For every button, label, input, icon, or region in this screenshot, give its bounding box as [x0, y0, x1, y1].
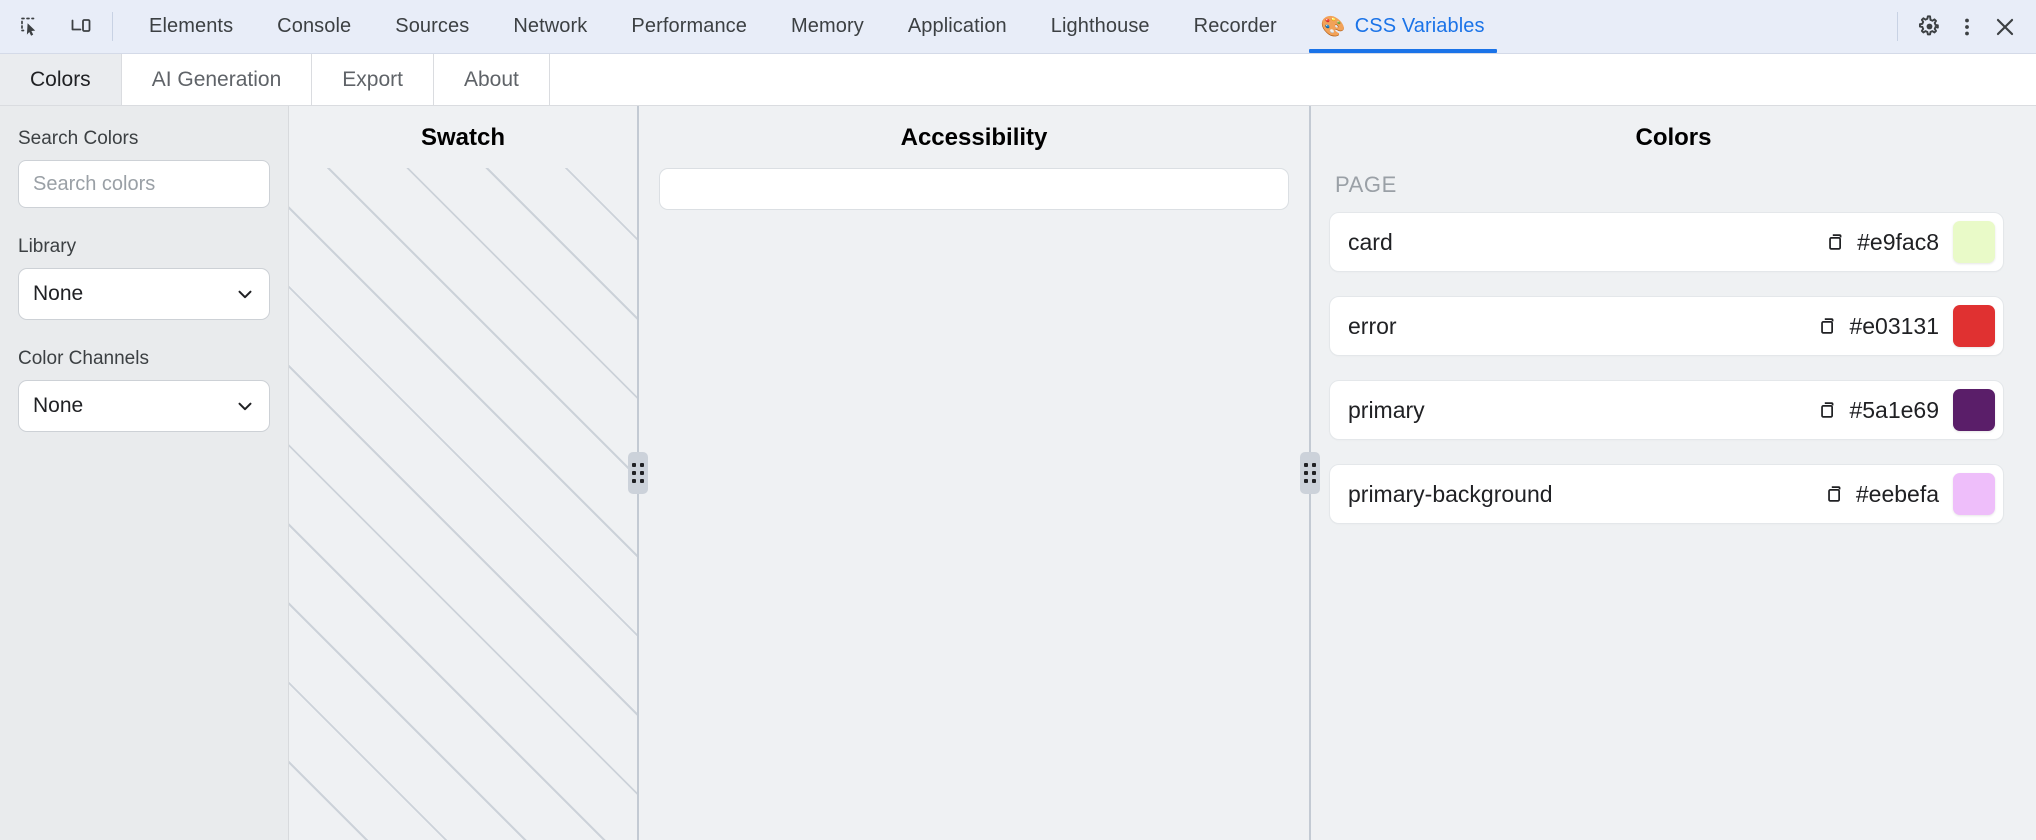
color-row[interactable]: error #e03131 — [1329, 296, 2004, 356]
accessibility-input[interactable] — [659, 168, 1289, 210]
tab-console[interactable]: Console — [255, 0, 373, 53]
resize-handle[interactable] — [628, 452, 648, 494]
subtab-ai-generation[interactable]: AI Generation — [121, 54, 313, 105]
swatch-accessibility-divider — [628, 106, 648, 840]
resize-handle[interactable] — [1300, 452, 1320, 494]
subtab-export-label: Export — [342, 67, 403, 91]
tab-network-label: Network — [513, 15, 588, 37]
tab-application[interactable]: Application — [886, 0, 1029, 53]
color-row[interactable]: card #e9fac8 — [1329, 212, 2004, 272]
toolbar-right-icons — [1912, 0, 2036, 53]
color-swatch-chip[interactable] — [1953, 389, 1995, 431]
color-channels-group: Color Channels None — [18, 348, 270, 432]
copy-icon[interactable] — [1815, 397, 1841, 423]
subtab-export[interactable]: Export — [312, 54, 434, 105]
colors-list-body: PAGE card #e9fac8 error #e03131 primary #5a1e… — [1311, 168, 2036, 840]
tab-elements-label: Elements — [149, 15, 234, 37]
library-select-value: None — [33, 282, 84, 305]
subtab-about-label: About — [463, 67, 519, 91]
color-hex-value: #eebefa — [1855, 480, 1939, 507]
color-channels-select[interactable]: None — [18, 380, 270, 432]
main-content-area: Search Colors Library None Col — [0, 106, 2036, 840]
palette-icon: 🎨 — [1320, 15, 1346, 38]
kebab-menu-icon[interactable] — [1950, 10, 1984, 44]
library-select-wrap: None — [18, 268, 270, 320]
accessibility-colors-divider — [1300, 106, 1320, 840]
color-row[interactable]: primary-background #eebefa — [1329, 464, 2004, 524]
tab-elements[interactable]: Elements — [127, 0, 255, 53]
color-channels-label: Color Channels — [18, 348, 149, 369]
toolbar-divider-right — [1897, 12, 1898, 41]
color-variable-name: card — [1348, 228, 1393, 255]
color-channels-select-wrap: None — [18, 380, 270, 432]
subtab-colors[interactable]: Colors — [0, 54, 122, 105]
color-swatch-chip[interactable] — [1953, 473, 1995, 515]
tab-sources[interactable]: Sources — [373, 0, 491, 53]
device-toolbar-icon[interactable] — [64, 10, 98, 44]
color-variable-name: primary — [1348, 396, 1425, 423]
tab-performance-label: Performance — [631, 15, 747, 37]
tab-lighthouse[interactable]: Lighthouse — [1029, 0, 1172, 53]
swatch-panel-title: Swatch — [289, 106, 637, 168]
library-select[interactable]: None — [18, 268, 270, 320]
color-row[interactable]: primary #5a1e69 — [1329, 380, 2004, 440]
tab-css-variables[interactable]: 🎨 CSS Variables — [1299, 0, 1507, 53]
gear-icon[interactable] — [1912, 10, 1946, 44]
colors-panel-title: Colors — [1311, 106, 2036, 168]
devtools-toolbar: Elements Console Sources Network Perform… — [0, 0, 2036, 54]
tab-application-label: Application — [907, 15, 1007, 37]
subtab-filler — [549, 54, 2036, 105]
tab-recorder-label: Recorder — [1193, 15, 1277, 37]
swatch-panel: Swatch — [289, 106, 637, 840]
copy-icon[interactable] — [1822, 481, 1848, 507]
tab-recorder[interactable]: Recorder — [1172, 0, 1299, 53]
color-hex-value: #e9fac8 — [1857, 228, 1939, 255]
colors-list-panel: Colors PAGE card #e9fac8 error #e03131 prima… — [1311, 106, 2036, 840]
accessibility-panel: Accessibility — [639, 106, 1309, 840]
tab-console-label: Console — [277, 15, 352, 37]
colors-group-label: PAGE — [1335, 172, 1397, 197]
color-swatch-chip[interactable] — [1953, 221, 1995, 263]
grip-dots-icon — [632, 463, 644, 483]
subtab-ai-generation-label: AI Generation — [151, 67, 282, 91]
devtools-panel-tabs: Elements Console Sources Network Perform… — [127, 0, 1883, 53]
search-colors-label: Search Colors — [18, 128, 139, 149]
accessibility-panel-title: Accessibility — [639, 106, 1309, 168]
tab-performance[interactable]: Performance — [609, 0, 769, 53]
color-variable-name: primary-background — [1348, 480, 1553, 507]
search-input[interactable] — [18, 160, 270, 208]
color-hex-value: #e03131 — [1849, 312, 1939, 339]
tab-network[interactable]: Network — [491, 0, 609, 53]
color-hex-value: #5a1e69 — [1849, 396, 1939, 423]
close-icon[interactable] — [1988, 10, 2022, 44]
swatch-empty-canvas — [289, 168, 637, 840]
toolbar-left-icons — [0, 0, 98, 53]
color-variable-name: error — [1348, 312, 1397, 339]
color-channels-select-value: None — [33, 394, 84, 417]
accessibility-body — [639, 168, 1309, 840]
tab-lighthouse-label: Lighthouse — [1050, 15, 1150, 37]
tab-sources-label: Sources — [395, 15, 470, 37]
library-label: Library — [18, 236, 77, 257]
tab-css-variables-label: CSS Variables — [1354, 15, 1485, 37]
subtab-about[interactable]: About — [433, 54, 550, 105]
extension-subtab-bar: Colors AI Generation Export About — [0, 54, 2036, 106]
library-group: Library None — [18, 236, 270, 320]
subtab-colors-label: Colors — [30, 67, 91, 91]
search-colors-group: Search Colors — [18, 128, 270, 208]
toolbar-divider — [112, 12, 113, 41]
inspect-element-icon[interactable] — [14, 10, 48, 44]
filters-sidebar: Search Colors Library None Col — [0, 106, 289, 840]
tab-memory[interactable]: Memory — [769, 0, 886, 53]
tab-memory-label: Memory — [791, 15, 864, 37]
grip-dots-icon — [1304, 463, 1316, 483]
color-swatch-chip[interactable] — [1953, 305, 1995, 347]
copy-icon[interactable] — [1823, 229, 1849, 255]
copy-icon[interactable] — [1815, 313, 1841, 339]
